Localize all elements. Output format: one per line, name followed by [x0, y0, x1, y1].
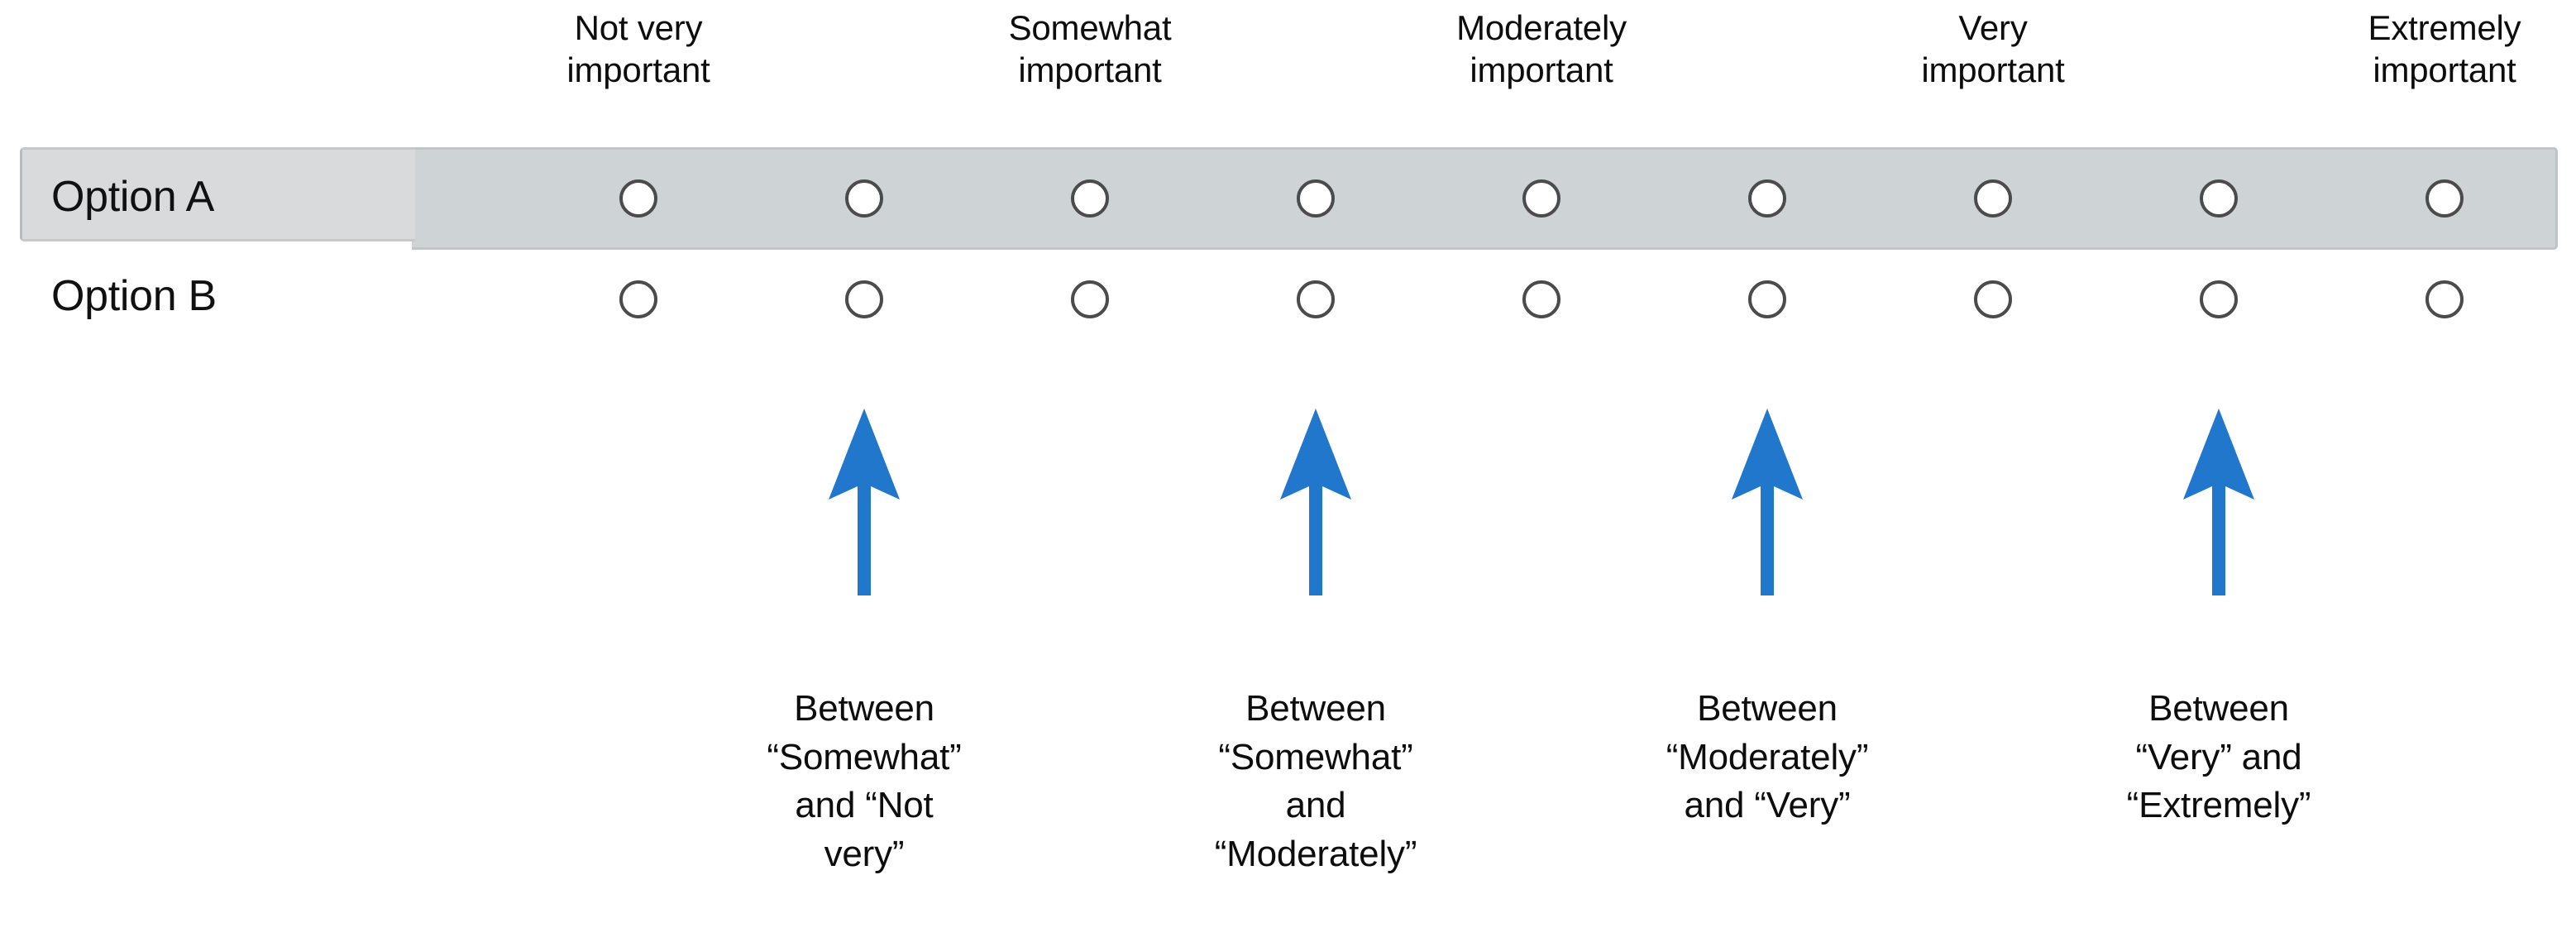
- radio-button-row2-col1[interactable]: [619, 280, 657, 318]
- table-row-option-a-highlight: [20, 147, 2558, 250]
- column-header-line-2: important: [1018, 50, 1162, 90]
- radio-button-row2-col9[interactable]: [2425, 280, 2464, 318]
- row-label-option-b: Option B: [51, 272, 217, 320]
- column-header-somewhat-important: Somewhat important: [953, 7, 1226, 91]
- caption-line: and: [1285, 785, 1346, 826]
- column-header-line-2: important: [1470, 50, 1613, 90]
- column-header-line-1: Very: [1958, 8, 2028, 47]
- radio-button-row1-col2[interactable]: [845, 179, 883, 218]
- radio-button-row1-col1[interactable]: [619, 179, 657, 218]
- radio-button-row2-col8[interactable]: [2200, 280, 2238, 318]
- caption-line: Between: [2148, 688, 2289, 729]
- annotation-caption-1: Between “Somewhat” and “Not very”: [719, 685, 1009, 878]
- caption-line: “Moderately”: [1666, 736, 1869, 777]
- column-header-line-1: Not very: [574, 8, 703, 47]
- up-arrow-icon: [1718, 407, 1817, 597]
- up-arrow-icon: [1266, 407, 1365, 597]
- column-header-line-2: important: [566, 50, 710, 90]
- caption-line: Between: [794, 688, 934, 729]
- radio-button-row2-col4[interactable]: [1297, 280, 1335, 318]
- radio-button-row2-col2[interactable]: [845, 280, 883, 318]
- annotation-caption-4: Between “Very” and “Extremely”: [2074, 685, 2363, 830]
- radio-button-row1-col9[interactable]: [2425, 179, 2464, 218]
- caption-line: “Moderately”: [1214, 833, 1417, 874]
- column-header-extremely-important: Extremely important: [2308, 7, 2576, 91]
- radio-button-row1-col8[interactable]: [2200, 179, 2238, 218]
- caption-line: Between: [1245, 688, 1386, 729]
- caption-line: “Very” and: [2135, 736, 2302, 777]
- radio-button-row1-col3[interactable]: [1071, 179, 1109, 218]
- column-header-not-very-important: Not very important: [502, 7, 775, 91]
- radio-button-row1-col4[interactable]: [1297, 179, 1335, 218]
- radio-button-row1-col5[interactable]: [1522, 179, 1560, 218]
- radio-button-row1-col7[interactable]: [1974, 179, 2012, 218]
- caption-line: “Somewhat”: [767, 736, 962, 777]
- annotation-caption-2: Between “Somewhat” and “Moderately”: [1171, 685, 1460, 878]
- column-header-very-important: Very important: [1857, 7, 2129, 91]
- annotation-caption-3: Between “Moderately” and “Very”: [1623, 685, 1912, 830]
- column-header-line-2: important: [1921, 50, 2065, 90]
- caption-line: and “Very”: [1684, 785, 1851, 826]
- up-arrow-icon: [815, 407, 914, 597]
- radio-button-row2-col7[interactable]: [1974, 280, 2012, 318]
- column-header-line-2: important: [2373, 50, 2516, 90]
- radio-button-row2-col6[interactable]: [1748, 280, 1786, 318]
- up-arrow-icon: [2169, 407, 2268, 597]
- row-option-a-label-cell: [20, 147, 415, 241]
- column-header-line-1: Extremely: [2368, 8, 2521, 47]
- caption-line: Between: [1697, 688, 1838, 729]
- radio-button-row1-col6[interactable]: [1748, 179, 1786, 218]
- radio-button-row2-col3[interactable]: [1071, 280, 1109, 318]
- caption-line: very”: [824, 833, 905, 874]
- column-header-moderately-important: Moderately important: [1405, 7, 1678, 91]
- row-label-option-a: Option A: [51, 173, 215, 221]
- caption-line: “Somewhat”: [1218, 736, 1413, 777]
- column-header-line-1: Somewhat: [1008, 8, 1172, 47]
- caption-line: and “Not: [795, 785, 934, 826]
- caption-line: “Extremely”: [2126, 785, 2311, 826]
- column-header-line-1: Moderately: [1456, 8, 1627, 47]
- radio-button-row2-col5[interactable]: [1522, 280, 1560, 318]
